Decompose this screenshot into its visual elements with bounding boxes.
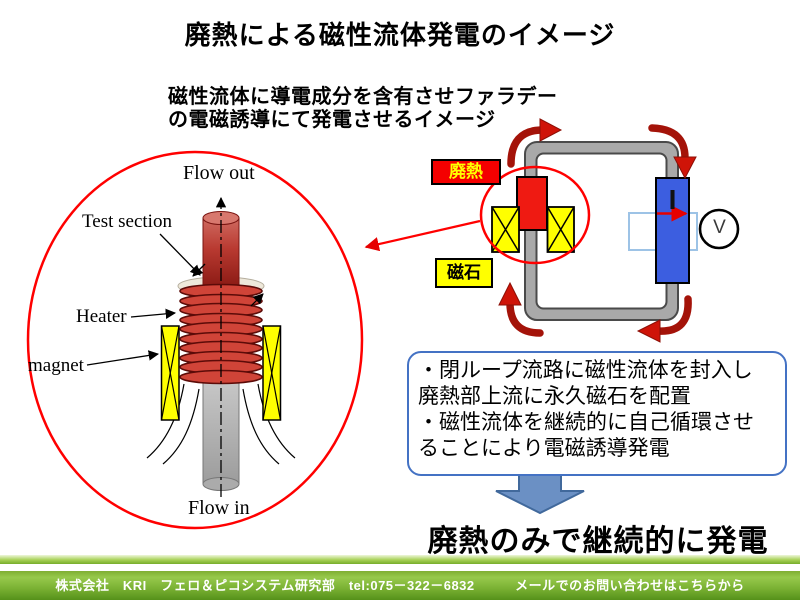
circulation-arrowheads — [498, 118, 697, 343]
subtitle-line-2: の電磁誘導にて発電させるイメージ — [168, 109, 496, 131]
magnet-badge: 磁石 — [435, 258, 493, 288]
highlight-ellipse — [479, 165, 591, 265]
subtitle-line-1: 磁性流体に導電成分を含有させファラデー — [168, 86, 558, 108]
footer-bar: 株式会社 KRI フェロ＆ピコシステム研究部 tel:075－322－6832 … — [0, 571, 800, 600]
magnifier-pointer-arrow — [364, 219, 481, 252]
waste-heat-badge: 廃熱 — [431, 159, 501, 185]
loop-circuit-diagram — [364, 118, 740, 343]
field-lines — [146, 383, 296, 465]
voltmeter-circle — [698, 208, 740, 250]
test-section-label: Test section — [82, 211, 172, 232]
footer-text: 株式会社 KRI フェロ＆ピコシステム研究部 tel:075－322－6832 … — [55, 578, 745, 593]
footer-accent-stripe — [0, 555, 800, 564]
label-arrows — [86, 233, 264, 366]
notes-box: ・閉ループ流路に磁性流体を封入し 廃熱部上流に永久磁石を配置 ・磁性流体を継続的… — [407, 351, 787, 476]
loop-magnet-left — [491, 206, 520, 253]
flow-out-label: Flow out — [183, 162, 255, 184]
circulation-arrows — [506, 124, 692, 337]
note-line-1: ・閉ループ流路に磁性流体を封入し — [418, 359, 753, 382]
note-line-3: ・磁性流体を継続的に自己循環させ — [418, 411, 754, 434]
note-line-4: ることにより電磁誘導発電 — [418, 437, 670, 460]
waste-heat-block — [516, 176, 548, 231]
magnet-left-block — [160, 325, 180, 421]
conclusion-text: 廃熱のみで継続的に発電 — [427, 525, 769, 558]
voltmeter-symbol: V — [713, 217, 726, 238]
magnifier-circle — [26, 150, 364, 530]
loop-magnet-right — [546, 206, 575, 253]
magnet-label: magnet — [28, 355, 84, 376]
heater-label: Heater — [76, 306, 127, 327]
magnet-right-block — [262, 325, 282, 421]
flow-in-label: Flow in — [188, 497, 250, 519]
induction-block — [655, 177, 690, 284]
down-arrow — [495, 473, 585, 515]
slide-title: 廃熱による磁性流体発電のイメージ — [184, 20, 616, 50]
current-symbol: I — [668, 184, 677, 215]
note-line-2: 廃熱部上流に永久磁石を配置 — [418, 385, 691, 408]
apparatus-diagram — [26, 150, 364, 530]
